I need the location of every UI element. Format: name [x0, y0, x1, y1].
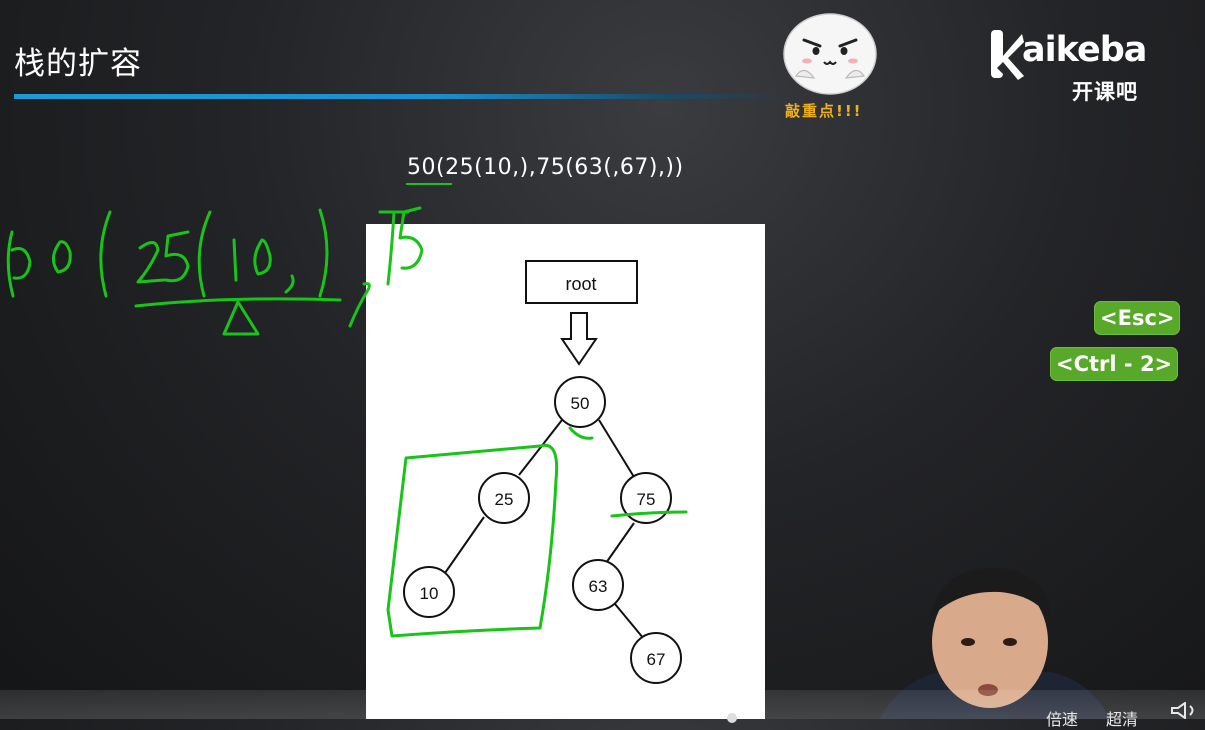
volume-icon[interactable]	[1168, 702, 1205, 719]
sticker-caption: 敲重点!!!	[785, 102, 863, 120]
logo-brand: aikeba	[1022, 30, 1147, 70]
title-underline	[14, 94, 784, 99]
notation-ink-underline	[406, 183, 452, 185]
tree-node-25: 25	[478, 472, 530, 524]
tree-notation: 50(25(10,),75(63(,67),))	[407, 155, 684, 180]
tree-node-63: 63	[572, 559, 624, 611]
kaikeba-logo-icon	[991, 30, 1024, 80]
logo-subtitle: 开课吧	[1072, 80, 1138, 104]
root-box	[525, 260, 638, 304]
sticker-face-icon	[783, 13, 877, 95]
ctrl-2-key-badge: <Ctrl - 2>	[1050, 347, 1179, 381]
binary-tree-diagram: root 50 25 75 10 63 67	[403, 260, 682, 684]
presenter-webcam	[880, 567, 1110, 719]
tree-diagram-panel: root 50 25 75 10 63 67	[366, 224, 765, 719]
progress-scrubber[interactable]	[727, 713, 737, 723]
svg-text:50: 50	[571, 394, 590, 413]
playback-speed-button[interactable]: 倍速	[1046, 710, 1079, 729]
svg-text:10: 10	[420, 584, 439, 603]
svg-text:67: 67	[647, 650, 666, 669]
svg-text:75: 75	[637, 490, 656, 509]
svg-text:25: 25	[495, 490, 514, 509]
slide-title: 栈的扩容	[14, 46, 142, 82]
down-arrow-icon	[560, 312, 598, 366]
root-label: root	[565, 274, 596, 294]
tree-node-67: 67	[630, 632, 682, 684]
svg-text:63: 63	[589, 577, 608, 596]
esc-key-badge: <Esc>	[1094, 301, 1181, 335]
tree-node-10: 10	[403, 566, 455, 618]
tree-node-50: 50	[554, 376, 606, 428]
quality-button[interactable]: 超清	[1106, 710, 1139, 729]
player-control-bar	[0, 690, 1205, 719]
tree-node-75: 75	[620, 472, 672, 524]
